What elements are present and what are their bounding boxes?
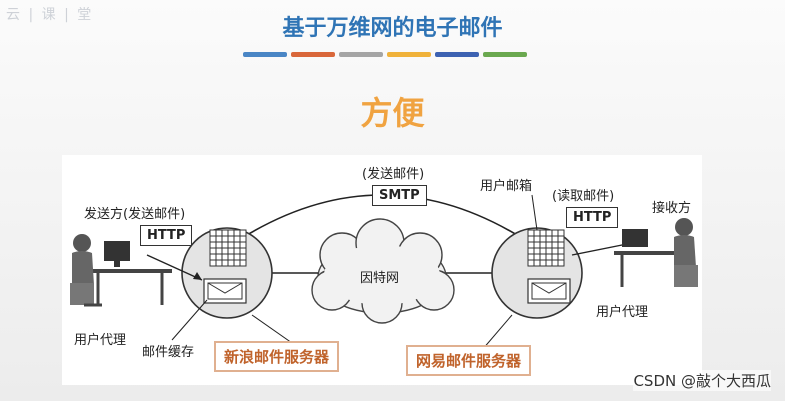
receiver-label: 接收方 <box>652 201 692 216</box>
receiver-user-icon <box>614 218 698 287</box>
accent-bar <box>243 52 287 57</box>
sina-server-label: 新浪邮件服务器 <box>214 341 340 372</box>
envelope-icon <box>203 278 247 304</box>
diagram-graphics <box>70 194 698 351</box>
mailbox-grid-icon <box>527 229 565 267</box>
read-caption: (读取邮件) <box>552 189 615 204</box>
buffer-leader <box>171 299 208 341</box>
send-arrow-head <box>193 272 202 280</box>
slide-title: 基于万维网的电子邮件 <box>282 16 503 41</box>
accent-bar <box>339 52 383 57</box>
mail-buffer-label: 邮件缓存 <box>142 345 195 360</box>
mailbox-grid-icon <box>209 229 247 267</box>
user-agent-left-label: 用户代理 <box>74 333 127 348</box>
http-left-box: HTTP <box>140 225 193 246</box>
accent-bar <box>483 52 527 57</box>
sender-label: 发送方(发送邮件) <box>84 207 186 222</box>
netease-leader <box>481 314 513 351</box>
smtp-caption: (发送邮件) <box>362 167 425 182</box>
accent-bar <box>387 52 431 57</box>
envelope-icon <box>527 278 571 304</box>
sender-user-icon <box>70 234 172 307</box>
send-arrow <box>146 254 203 281</box>
accent-bar <box>435 52 479 57</box>
internet-cloud-icon <box>311 218 455 324</box>
netease-server-label: 网易邮件服务器 <box>406 345 532 376</box>
email-diagram: 发送方(发送邮件) HTTP (发送邮件) SMTP 用户邮箱 (读取邮件) H… <box>62 155 702 385</box>
internet-label: 因特网 <box>360 271 400 286</box>
user-mailbox-label: 用户邮箱 <box>480 179 533 194</box>
accent-bars <box>243 52 527 57</box>
http-right-box: HTTP <box>566 207 619 228</box>
slide-subtitle: 方便 <box>360 94 425 132</box>
accent-bar <box>291 52 335 57</box>
smtp-box: SMTP <box>372 185 427 206</box>
csdn-watermark: CSDN @敲个大西瓜 <box>633 370 771 391</box>
watermark-logo: 云 | 课 | 堂 <box>6 7 94 23</box>
user-agent-right-label: 用户代理 <box>596 305 649 320</box>
mailbox-leader <box>531 194 538 231</box>
